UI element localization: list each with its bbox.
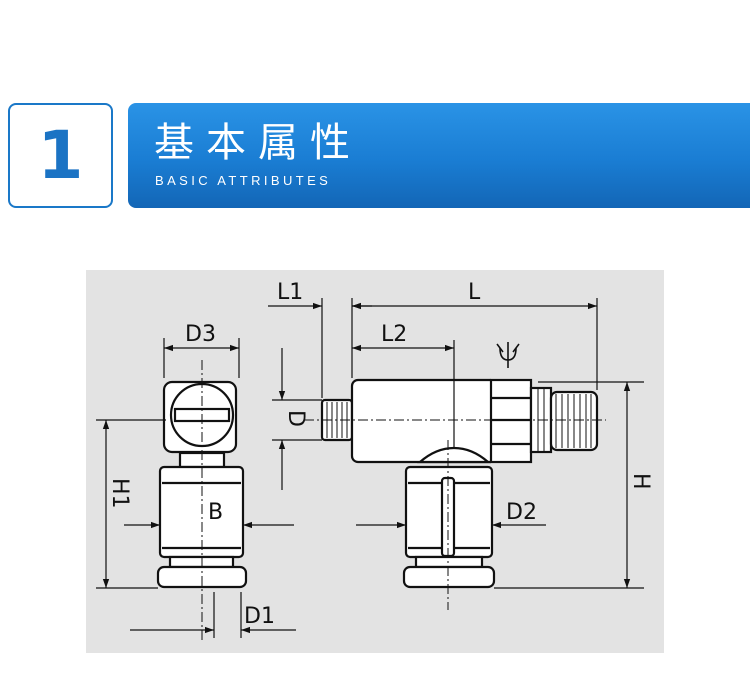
label-d3: D3	[185, 322, 216, 347]
dim-h	[494, 381, 644, 589]
label-h1: H1	[107, 478, 132, 509]
label-l1: L1	[277, 280, 303, 305]
label-l: L	[468, 280, 481, 305]
dim-l	[352, 298, 598, 390]
label-l2: L2	[381, 322, 407, 347]
section-header-banner: 基本属性 BASIC ATTRIBUTES	[128, 103, 750, 208]
dim-d3	[163, 338, 240, 378]
dim-d	[272, 348, 322, 490]
label-b: B	[208, 500, 223, 525]
right-view-fitting	[320, 378, 599, 589]
dim-d1	[130, 592, 296, 638]
dim-h1	[96, 419, 166, 589]
section-subtitle: BASIC ATTRIBUTES	[155, 173, 332, 188]
label-h: H	[628, 473, 653, 490]
left-view-fitting	[156, 380, 248, 589]
section-number: 1	[37, 116, 84, 194]
section-number-box: 1	[8, 103, 113, 208]
section-title: 基本属性	[154, 120, 362, 166]
dimension-drawing: D3 H1 B D1	[96, 280, 653, 640]
dimension-diagram-panel: D3 H1 B D1	[86, 270, 664, 653]
label-d2: D2	[506, 500, 537, 525]
label-d1: D1	[244, 604, 275, 629]
dim-l2	[352, 340, 455, 448]
flow-control-symbol-icon	[496, 342, 520, 368]
dim-l1	[268, 298, 372, 398]
label-d: D	[283, 410, 308, 427]
